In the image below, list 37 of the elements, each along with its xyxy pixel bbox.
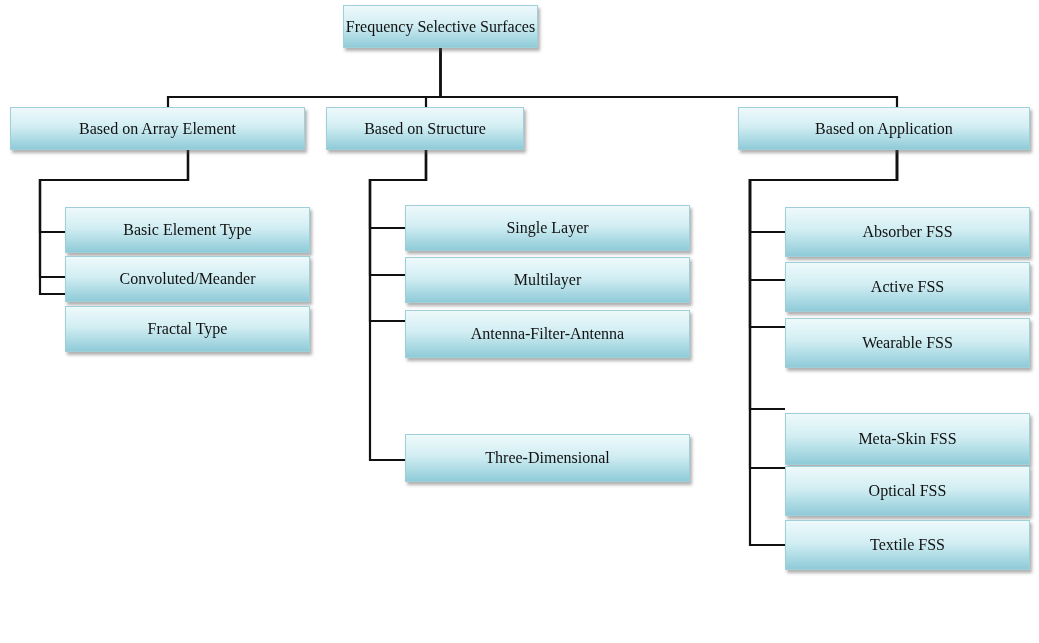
category-box <box>326 107 524 150</box>
category-box <box>785 207 1030 257</box>
box-label: Fractal Type <box>147 320 228 338</box>
box-label: Three-Dimensional <box>485 449 610 467</box>
box-label: Textile FSS <box>870 536 945 554</box>
box-label: Convoluted/Meander <box>119 270 256 288</box>
category-box <box>405 434 690 482</box>
box-label: Based on Structure <box>364 119 486 138</box>
category-box <box>65 306 310 352</box>
category-box <box>785 466 1030 516</box>
box-label: Multilayer <box>513 271 582 289</box>
category-box <box>785 520 1030 570</box>
box-label: Based on Array Element <box>79 119 236 138</box>
category-box <box>785 262 1030 312</box>
root-box <box>343 5 538 48</box>
category-box <box>405 257 690 303</box>
box-label: Meta-Skin FSS <box>858 430 957 448</box>
box-label: Single Layer <box>506 219 589 237</box>
box-label: Based on Application <box>815 119 953 138</box>
box-label: Frequency Selective Surfaces <box>345 17 536 36</box>
box-label: Basic Element Type <box>123 221 252 239</box>
connector-line <box>368 150 428 462</box>
category-box <box>785 318 1030 368</box>
category-box <box>785 413 1030 465</box>
category-box <box>405 205 690 251</box>
category-box <box>10 107 305 150</box>
box-label: Active FSS <box>870 278 945 296</box>
connector-line <box>439 48 899 107</box>
category-box <box>65 256 310 302</box>
box-label: Wearable FSS <box>862 334 953 352</box>
category-box <box>405 310 690 358</box>
category-box <box>738 107 1030 150</box>
connector-line <box>748 150 899 547</box>
box-label: Antenna-Filter-Antenna <box>470 325 625 343</box>
category-box <box>65 207 310 253</box>
box-label: Absorber FSS <box>862 223 953 241</box>
box-label: Optical FSS <box>868 482 947 500</box>
